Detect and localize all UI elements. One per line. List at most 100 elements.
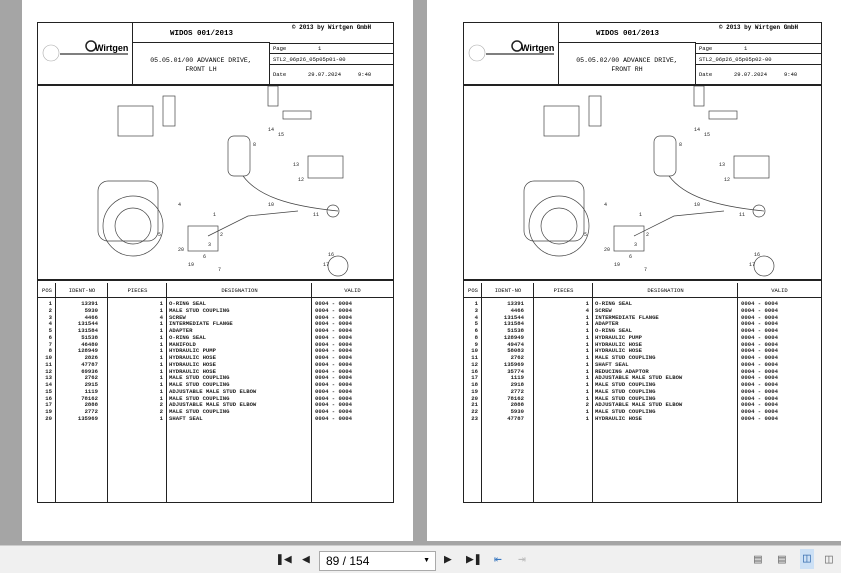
doc-id: STL2_06p26_05p05p01-00 <box>270 54 393 65</box>
designation: MALE STUD COUPLING <box>595 408 656 415</box>
pieces: 1 <box>585 408 589 415</box>
designation: HYDRAULIC HOSE <box>169 360 216 368</box>
callout-number: 16 <box>328 252 334 258</box>
pieces: 1 <box>585 327 589 334</box>
callout-number: 17 <box>749 262 755 268</box>
designation: MALE STUD COUPLING <box>169 306 230 314</box>
table-row: 12 69936 1 HYDRAULIC HOSE 0004 - 0004 <box>38 367 393 376</box>
pieces: 1 <box>159 414 163 422</box>
callout-number: 12 <box>724 177 730 183</box>
table-row: 19 2772 2 MALE STUD COUPLING 0004 - 0004 <box>38 408 393 416</box>
header-designation: DESIGNATION <box>167 283 312 298</box>
ident-no: 2918 <box>510 381 524 388</box>
pos: 23 <box>471 414 478 422</box>
pos: 7 <box>48 340 52 348</box>
pos: 4 <box>48 320 52 328</box>
valid: 0004 - 0004 <box>741 401 778 409</box>
table-row: 3 4466 4 SCREW 0004 - 0004 <box>38 313 393 322</box>
table-row: 13 2762 1 MALE STUD COUPLING 0004 - 0004 <box>38 374 393 382</box>
pieces: 1 <box>585 320 589 328</box>
pos: 2 <box>48 306 52 314</box>
table-row: 1 13391 1 O-RING SEAL 0004 - 0004 <box>38 300 393 308</box>
designation: MALE STUD COUPLING <box>169 408 230 415</box>
designation: HYDRAULIC PUMP <box>595 333 642 341</box>
designation: SHAFT SEAL <box>169 414 203 422</box>
pieces: 1 <box>585 313 589 321</box>
valid: 0004 - 0004 <box>315 354 352 361</box>
two-page-view-icon[interactable]: ◫ <box>800 549 814 569</box>
designation: HYDRAULIC HOSE <box>169 367 216 375</box>
pieces: 1 <box>159 374 163 382</box>
widos-label: WIDOS 001/2013 <box>133 23 270 43</box>
pieces: 1 <box>585 374 589 382</box>
ident-no: 13391 <box>81 300 98 307</box>
valid: 0004 - 0004 <box>741 347 778 355</box>
pieces: 1 <box>159 354 163 361</box>
valid: 0004 - 0004 <box>741 306 778 314</box>
designation: MALE STUD COUPLING <box>169 381 230 388</box>
valid: 0004 - 0004 <box>315 313 352 321</box>
pieces: 1 <box>585 387 589 395</box>
next-page-icon[interactable]: ▶ <box>444 552 452 567</box>
valid: 0004 - 0004 <box>315 387 352 395</box>
callout-number: 4 <box>604 202 607 208</box>
ident-no: 51538 <box>507 327 524 334</box>
valid: 0004 - 0004 <box>315 340 352 348</box>
callout-number: 8 <box>679 142 682 148</box>
callout-number: 17 <box>323 262 329 268</box>
table-row: 5 131584 1 ADAPTER 0004 - 0004 <box>38 327 393 335</box>
rotate-back-icon[interactable]: ⇤ <box>494 552 502 567</box>
callout-number: 14 <box>268 127 274 133</box>
column-divider <box>38 283 108 502</box>
pieces: 1 <box>159 367 163 375</box>
valid: 0004 - 0004 <box>741 367 778 375</box>
valid: 0004 - 0004 <box>741 408 778 415</box>
designation: HYDRAULIC PUMP <box>169 347 216 355</box>
wirtgen-logo: Wirtgen <box>38 23 133 84</box>
single-page-view-icon[interactable]: ▤ <box>754 552 762 567</box>
pos: 10 <box>45 354 52 361</box>
callout-number: 12 <box>298 177 304 183</box>
first-page-icon[interactable]: ❚◀ <box>276 552 292 567</box>
table-row: 19 2772 1 MALE STUD COUPLING 0004 - 0004 <box>464 387 821 396</box>
pieces: 1 <box>585 354 589 361</box>
pos: 1 <box>48 300 52 307</box>
designation: SHAFT SEAL <box>595 360 629 368</box>
designation: SCREW <box>595 306 612 314</box>
pieces: 2 <box>585 401 589 409</box>
valid: 0004 - 0004 <box>315 300 352 307</box>
valid: 0004 - 0004 <box>741 381 778 388</box>
valid: 0004 - 0004 <box>315 408 352 415</box>
designation: HYDRAULIC HOSE <box>595 340 642 348</box>
rotate-forward-icon[interactable]: ⇥ <box>518 552 526 567</box>
last-page-icon[interactable]: ▶❚ <box>466 552 482 567</box>
parts-table: POS IDENT-NO PIECES DESIGNATION VALID 1 … <box>464 283 821 502</box>
callout-number: 10 <box>694 202 700 208</box>
two-page-continuous-icon[interactable]: ◫ <box>825 552 833 567</box>
callout-number: 1 <box>639 212 642 218</box>
designation: REDUCING ADAPTOR <box>595 367 649 375</box>
callout-number: 2 <box>646 232 649 238</box>
prev-page-icon[interactable]: ◀ <box>302 552 310 567</box>
page-number-select[interactable]: 89 / 154▼ <box>319 551 436 571</box>
pos: 20 <box>471 394 478 402</box>
column-divider <box>38 283 167 502</box>
designation: HYDRAULIC HOSE <box>595 347 642 355</box>
valid: 0004 - 0004 <box>741 360 778 368</box>
ident-no: 5930 <box>510 408 524 415</box>
parts-table: POS IDENT-NO PIECES DESIGNATION VALID 1 … <box>38 283 393 502</box>
pos: 11 <box>471 354 478 361</box>
pieces: 1 <box>159 333 163 341</box>
ident-no: 4466 <box>84 313 98 321</box>
designation: SCREW <box>169 313 186 321</box>
designation: HYDRAULIC HOSE <box>169 354 216 361</box>
pos: 12 <box>471 360 478 368</box>
continuous-view-icon[interactable]: ▤ <box>778 552 786 567</box>
pos: 21 <box>471 401 478 409</box>
pieces: 1 <box>585 414 589 422</box>
pos: 20 <box>45 414 52 422</box>
pos: 19 <box>45 408 52 415</box>
pieces: 1 <box>159 347 163 355</box>
